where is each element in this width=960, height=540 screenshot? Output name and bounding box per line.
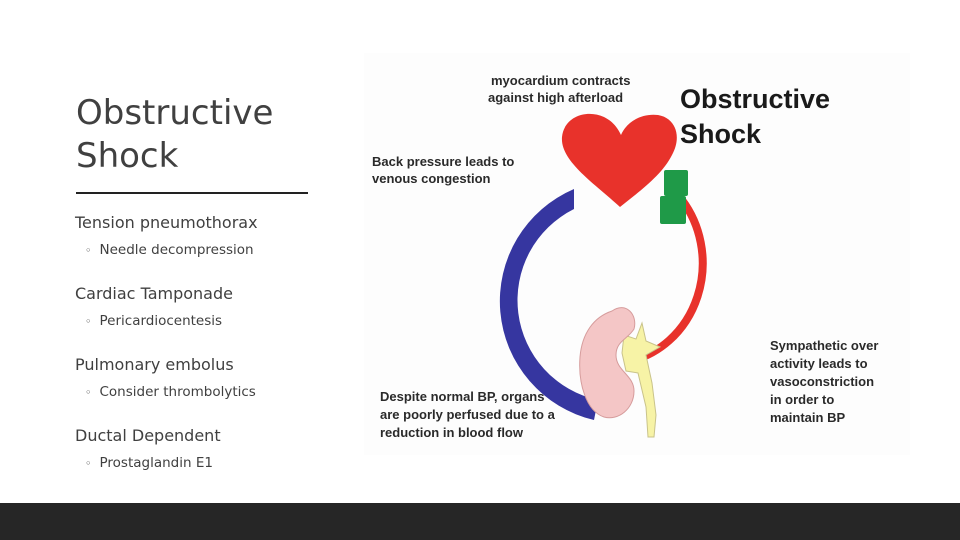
obstruction-icon-lower: [660, 196, 686, 224]
bullet-list: Tension pneumothorax ◦ Needle decompressi…: [75, 212, 355, 496]
label-symp-line5: maintain BP: [770, 410, 845, 425]
bullet-main: Cardiac Tamponade: [75, 284, 233, 303]
label-back-line1: Back pressure leads to: [372, 154, 514, 169]
bullet-group-tamponade: Cardiac Tamponade ◦ Pericardiocentesis: [75, 283, 355, 332]
bullet-sub-text: Needle decompression: [99, 242, 254, 258]
bullet-sub: ◦ Consider thrombolytics: [75, 382, 355, 403]
bullet-sub-text: Prostaglandin E1: [99, 455, 213, 471]
label-organ-line3: reduction in blood flow: [380, 425, 524, 440]
kidney-icon: [579, 307, 636, 419]
sub-bullet-icon: ◦: [85, 244, 92, 257]
diagram-title-line2: Shock: [680, 119, 762, 149]
label-symp-line3: vasoconstriction: [770, 374, 874, 389]
bullet-sub: ◦ Prostaglandin E1: [75, 453, 355, 474]
sub-bullet-icon: ◦: [85, 315, 92, 328]
label-back-line2: venous congestion: [372, 171, 491, 186]
bullet-sub: ◦ Needle decompression: [75, 240, 355, 261]
diagram-svg: Obstructive Shock myocardium contracts a…: [372, 73, 878, 440]
obstructive-shock-diagram: Obstructive Shock myocardium contracts a…: [364, 53, 910, 455]
adrenal-icon: [621, 321, 662, 438]
label-heart-line1: myocardium contracts: [491, 73, 630, 88]
label-organ-line2: are poorly perfused due to a: [380, 407, 556, 422]
sub-bullet-icon: ◦: [85, 386, 92, 399]
slide-title-line1: Obstructive: [76, 93, 274, 133]
bullet-sub-text: Consider thrombolytics: [99, 384, 256, 400]
bullet-group-tension: Tension pneumothorax ◦ Needle decompressi…: [75, 212, 355, 261]
slide-title: Obstructive Shock: [76, 92, 316, 178]
arterial-arc: [629, 197, 707, 365]
bullet-group-embolus: Pulmonary embolus ◦ Consider thrombolytic…: [75, 354, 355, 403]
bullet-sub-text: Pericardiocentesis: [99, 313, 223, 329]
sub-bullet-icon: ◦: [85, 457, 92, 470]
label-symp-line4: in order to: [770, 392, 834, 407]
heart-icon: [561, 113, 677, 207]
label-symp-line2: activity leads to: [770, 356, 868, 371]
footer-bar: [0, 503, 960, 540]
label-heart-line2: against high afterload: [488, 90, 623, 105]
label-organ-line1: Despite normal BP, organs: [380, 389, 544, 404]
slide-title-line2: Shock: [76, 136, 179, 176]
diagram-title-line1: Obstructive: [680, 84, 830, 114]
bullet-group-ductal: Ductal Dependent ◦ Prostaglandin E1: [75, 425, 355, 474]
bullet-main: Ductal Dependent: [75, 426, 221, 445]
bullet-main: Pulmonary embolus: [75, 355, 234, 374]
bullet-sub: ◦ Pericardiocentesis: [75, 311, 355, 332]
bullet-main: Tension pneumothorax: [75, 213, 258, 232]
venous-return-arc: [499, 189, 598, 420]
obstruction-icon: [664, 170, 688, 196]
label-symp-line1: Sympathetic over: [770, 338, 878, 353]
title-divider: [76, 192, 308, 194]
